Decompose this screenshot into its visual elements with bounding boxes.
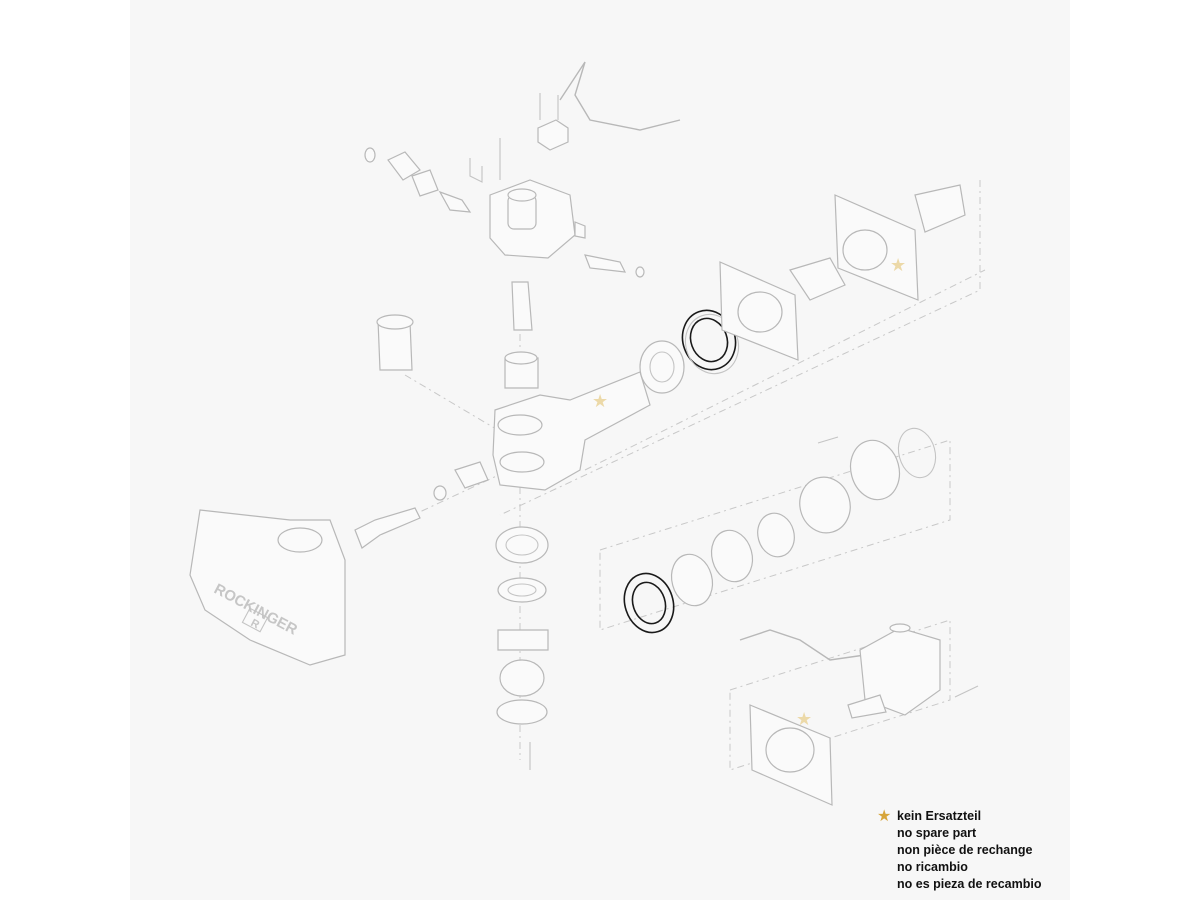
side-ring-assembly — [670, 427, 937, 607]
star-icon: ★ — [877, 808, 892, 825]
legend-text-it: no ricambio — [897, 860, 968, 874]
legend-text-de: kein Ersatzteil — [897, 809, 982, 823]
diagram-stars: ★ ★ ★ — [592, 255, 906, 729]
diagram-background — [130, 0, 1070, 900]
flange-plates — [719, 184, 966, 361]
seal-ring-bottom — [623, 572, 675, 634]
valve-assembly — [364, 61, 681, 278]
main-housing — [433, 340, 685, 501]
legend-row: no es pieza de recambio — [877, 876, 1077, 893]
star-icon: ★ — [592, 391, 608, 411]
legend-row: no spare part — [877, 825, 1077, 842]
legend-row: ★ kein Ersatzteil — [877, 808, 1077, 825]
legend-row: non pièce de rechange — [877, 842, 1077, 859]
legend: ★ kein Ersatzteil no spare part non pièc… — [877, 808, 1077, 893]
stem-parts — [376, 281, 539, 389]
star-icon: ★ — [796, 709, 812, 729]
legend-text-en: no spare part — [897, 826, 977, 840]
star-icon: ★ — [890, 255, 906, 275]
legend-row: no ricambio — [877, 859, 1077, 876]
legend-text-es: no es pieza de recambio — [897, 877, 1042, 891]
bearing-rings — [495, 526, 549, 770]
coupling-jaw: ROCKINGER R — [189, 507, 421, 666]
legend-text-fr: non pièce de rechange — [897, 843, 1033, 857]
actuator-unit — [739, 623, 979, 806]
